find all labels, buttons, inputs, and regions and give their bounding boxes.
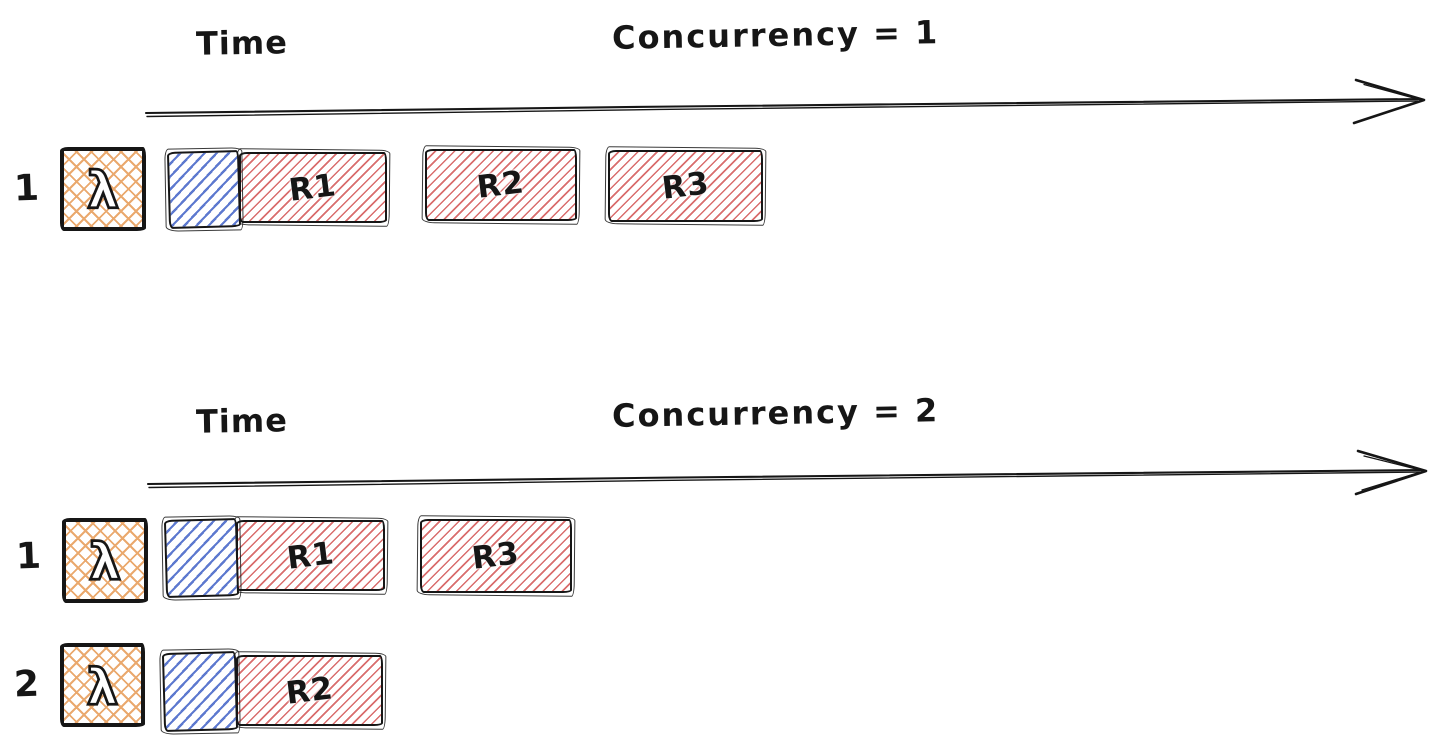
time-axis-arrow-icon xyxy=(146,449,1428,496)
lane-index: 1 xyxy=(13,167,41,210)
section-title: Concurrency = 1 xyxy=(611,13,940,57)
section-title: Concurrency = 2 xyxy=(611,391,940,435)
svg-text:λ: λ xyxy=(89,533,121,592)
svg-text:λ: λ xyxy=(87,657,119,716)
svg-text:λ: λ xyxy=(87,161,119,220)
request-label: R1 xyxy=(284,534,337,577)
lambda-icon: λ xyxy=(60,147,146,231)
request-label: R1 xyxy=(287,166,339,209)
request-box: R3 xyxy=(420,519,572,593)
lane-index: 2 xyxy=(13,663,41,706)
request-label: R2 xyxy=(283,669,336,712)
time-axis-arrow-icon xyxy=(144,78,1426,125)
cold-start-box xyxy=(163,517,240,599)
request-box: R2 xyxy=(425,149,577,221)
request-box: R1 xyxy=(236,520,385,591)
cold-start-box xyxy=(166,150,242,229)
time-label: Time xyxy=(195,401,289,441)
request-box: R1 xyxy=(239,152,387,223)
lambda-icon: λ xyxy=(60,643,145,727)
lane-index: 1 xyxy=(15,535,43,578)
request-label: R3 xyxy=(470,535,522,577)
request-box: R2 xyxy=(236,655,383,726)
cold-start-box xyxy=(161,650,239,733)
request-box: R3 xyxy=(608,150,763,222)
request-label: R3 xyxy=(659,165,712,207)
request-label: R2 xyxy=(475,164,527,206)
time-label: Time xyxy=(195,23,289,63)
lambda-icon: λ xyxy=(62,518,148,603)
